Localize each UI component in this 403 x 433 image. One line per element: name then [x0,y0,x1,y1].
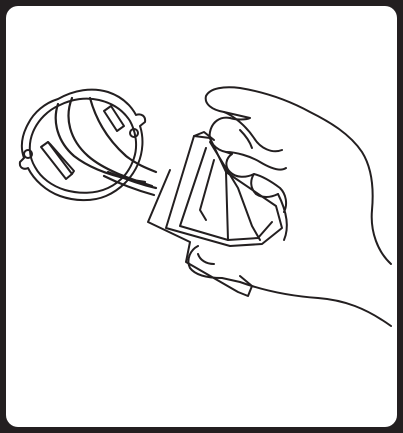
hand-finger-3 [254,174,286,212]
electrical-box-icon [20,90,145,201]
hand-finger-2 [226,152,286,170]
electrical-box-inner-rim [30,99,136,193]
hand-thumb [188,246,391,326]
installation-illustration [6,6,397,427]
device-body-side [226,172,228,240]
electrical-box-outline [20,90,145,201]
wall-device-icon [148,132,282,296]
hand-icon [188,87,391,326]
device-button-inner [200,160,214,220]
device-mounting-plate [148,170,252,296]
hand-thumb-crease [198,254,214,264]
hand-outline [206,87,391,264]
wire-3 [90,98,156,172]
illustration-frame [6,6,397,427]
